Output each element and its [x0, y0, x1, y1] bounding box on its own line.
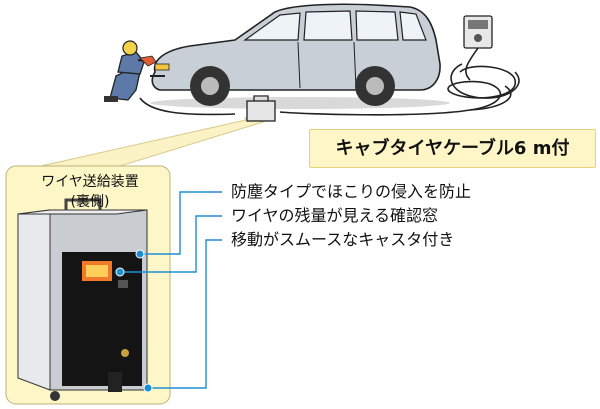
feature-casters: 移動がスムースなキャスタ付き [231, 230, 455, 249]
wire-feeder-large [17, 198, 148, 401]
zoom-beam [40, 117, 265, 167]
inset-title-line2: (裏側) [70, 194, 110, 210]
welding-power-unit [463, 15, 493, 49]
cable-label: キャブタイヤケーブル6 m付 [309, 129, 596, 168]
car-illustration [150, 3, 450, 109]
wire-feeder-small [246, 95, 276, 122]
feature-dustproof: 防塵タイプでほこりの侵入を防止 [231, 182, 472, 201]
inset-title: ワイヤ送給装置 (裏側) [10, 172, 170, 212]
worker-illustration [104, 40, 157, 102]
callout-lines [120, 191, 222, 389]
feature-check-window: ワイヤの残量が見える確認窓 [231, 206, 439, 225]
callout-dots [115, 249, 153, 393]
inset-title-line1: ワイヤ送給装置 [41, 174, 139, 190]
